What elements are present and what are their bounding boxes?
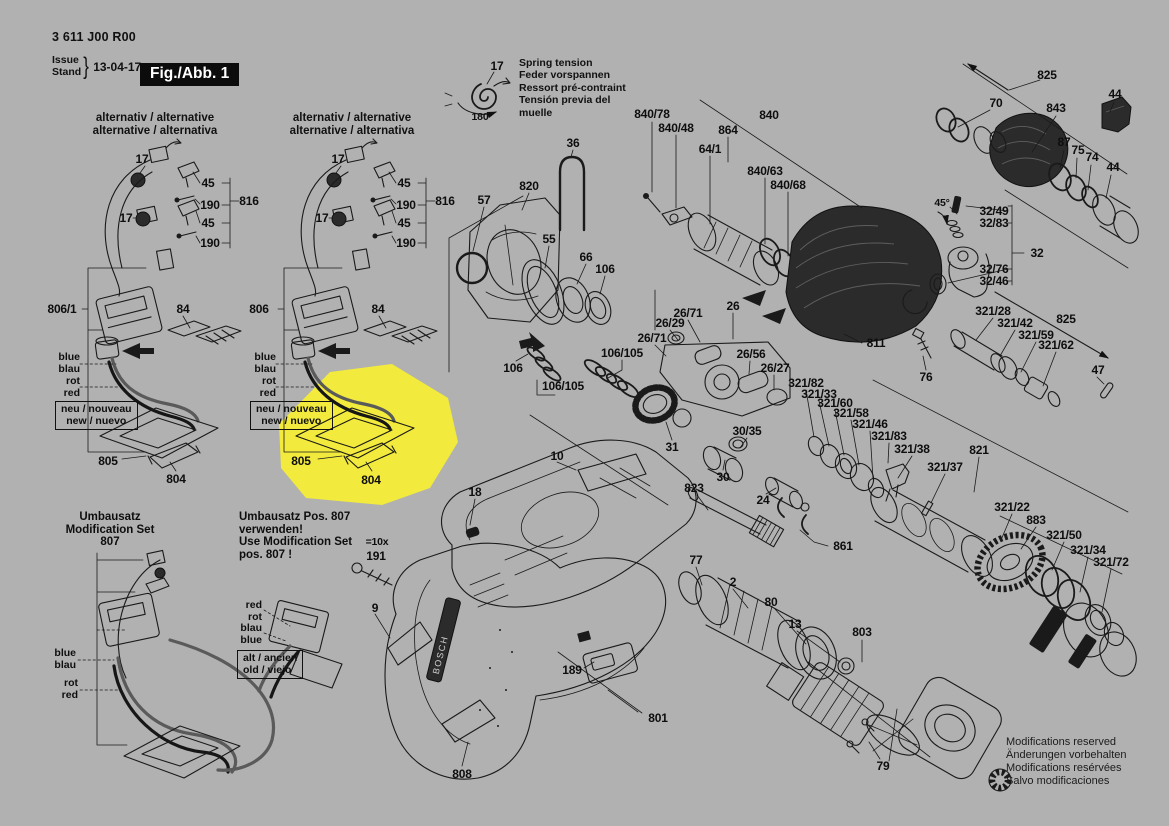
old-version-drawing — [259, 600, 342, 697]
leader-lines — [449, 64, 1128, 574]
highlight-region — [279, 364, 458, 505]
motor-housing-drawing: BOSCH — [352, 440, 696, 779]
modification-set-drawing — [78, 550, 274, 778]
crank-cluster-drawing — [631, 313, 790, 440]
mode-selector-drawing — [903, 195, 1024, 370]
hammer-tube-drawing — [805, 390, 1127, 649]
gear-housing-drawing — [457, 193, 641, 400]
motor-drawing — [674, 567, 1143, 791]
shaft-group-drawing — [948, 318, 1114, 408]
spring-tension-icon — [445, 72, 510, 119]
u-clip-icon — [560, 150, 584, 230]
piston-group-drawing — [686, 437, 809, 547]
clip-861-drawing — [778, 498, 828, 546]
housing-840-drawing — [643, 193, 942, 343]
chuck-drawing — [933, 63, 1143, 247]
wire-harness-drawing-1 — [78, 137, 243, 473]
